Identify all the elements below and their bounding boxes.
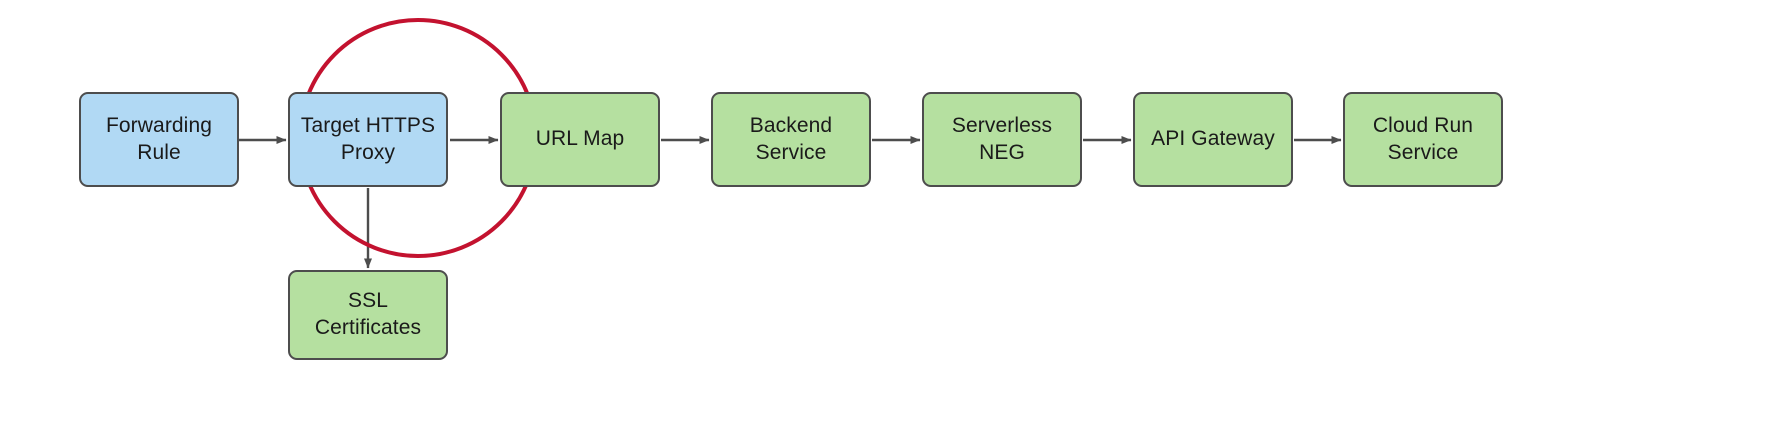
node-url-map[interactable]: URL Map [500,92,660,187]
node-backend-service[interactable]: Backend Service [711,92,871,187]
node-ssl-certificates[interactable]: SSL Certificates [288,270,448,360]
node-label: Backend Service [749,113,833,164]
node-label: Cloud Run Service [1372,113,1474,164]
node-forwarding-rule[interactable]: Forwarding Rule [79,92,239,187]
node-label: API Gateway [1151,127,1275,151]
node-api-gateway[interactable]: API Gateway [1133,92,1293,187]
node-target-https-proxy[interactable]: Target HTTPS Proxy [288,92,448,187]
node-label: SSL Certificates [314,289,422,339]
node-cloud-run-service[interactable]: Cloud Run Service [1343,92,1503,187]
node-label: Target HTTPS Proxy [300,113,436,164]
node-label: Forwarding Rule [105,113,213,164]
node-serverless-neg[interactable]: Serverless NEG [922,92,1082,187]
node-label: URL Map [535,127,625,151]
node-label: Serverless NEG [951,113,1053,164]
